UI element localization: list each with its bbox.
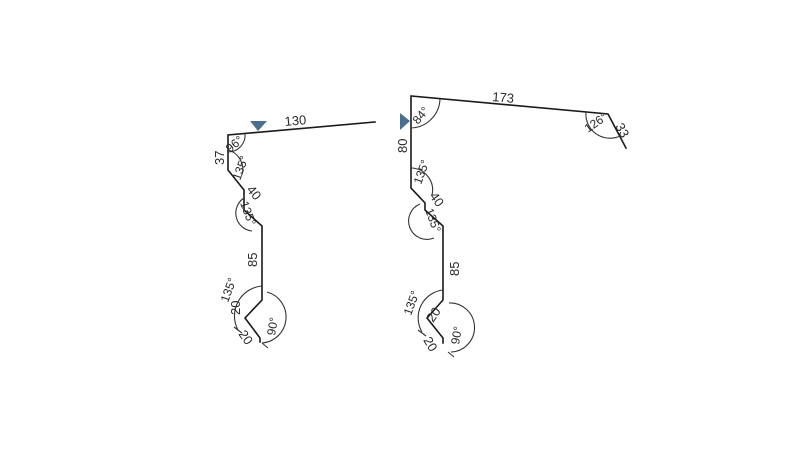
right-profile-outline bbox=[410, 95, 628, 344]
right-angle-hem: 90° bbox=[448, 325, 465, 345]
left-tick-1 bbox=[233, 326, 243, 334]
left-dim-top: 130 bbox=[284, 112, 307, 129]
left-angle-bend-2: 135° bbox=[237, 199, 259, 227]
right-arc-bend-3 bbox=[417, 289, 444, 333]
right-dim-hem-1: 20 bbox=[423, 304, 444, 324]
left-tick-2 bbox=[261, 342, 269, 349]
left-dim-short: 37 bbox=[212, 151, 227, 165]
left-arc-top bbox=[227, 132, 246, 153]
left-angle-hem: 90° bbox=[264, 316, 281, 336]
right-angle-top-left: 84° bbox=[410, 104, 433, 127]
right-dim-left: 80 bbox=[395, 139, 410, 153]
left-dim-hem-2: 20 bbox=[236, 327, 257, 347]
right-dim-hem-2: 20 bbox=[420, 334, 440, 354]
right-angle-bend-3: 135° bbox=[401, 289, 423, 317]
left-arc-bend-1 bbox=[227, 149, 244, 176]
right-angle-bend-1: 135° bbox=[411, 158, 433, 186]
right-arc-bend-1 bbox=[410, 167, 434, 196]
right-tick-2 bbox=[447, 351, 455, 358]
left-angle-bend-3: 135° bbox=[218, 276, 240, 304]
left-angle-bend-1: 135° bbox=[230, 154, 252, 182]
right-start-marker bbox=[400, 113, 410, 130]
right-arc-hem bbox=[448, 302, 476, 353]
left-profile: 130 37 40 85 20 20 96° 135° 135° 135° 90… bbox=[212, 112, 376, 349]
right-dim-top: 173 bbox=[492, 89, 515, 106]
right-angle-bend-2: 135° bbox=[422, 206, 444, 234]
left-dim-vertical: 85 bbox=[245, 253, 260, 267]
right-dim-vertical: 85 bbox=[447, 262, 462, 276]
right-arc-top-left bbox=[410, 98, 441, 129]
right-dim-diag-1: 40 bbox=[427, 189, 448, 209]
left-dim-hem-1: 20 bbox=[228, 301, 243, 315]
left-arc-bend-2 bbox=[235, 197, 253, 232]
right-dim-end: 33 bbox=[612, 120, 632, 140]
right-arc-top-right bbox=[585, 111, 621, 139]
right-arc-bend-2 bbox=[408, 203, 435, 240]
left-start-marker bbox=[250, 121, 267, 131]
left-arc-hem bbox=[261, 291, 287, 344]
left-arc-bend-3 bbox=[233, 285, 263, 331]
right-profile: 173 33 80 40 85 20 20 84° 126° 135° 135°… bbox=[395, 89, 632, 358]
right-tick-1 bbox=[417, 329, 427, 337]
left-profile-outline bbox=[227, 121, 376, 343]
